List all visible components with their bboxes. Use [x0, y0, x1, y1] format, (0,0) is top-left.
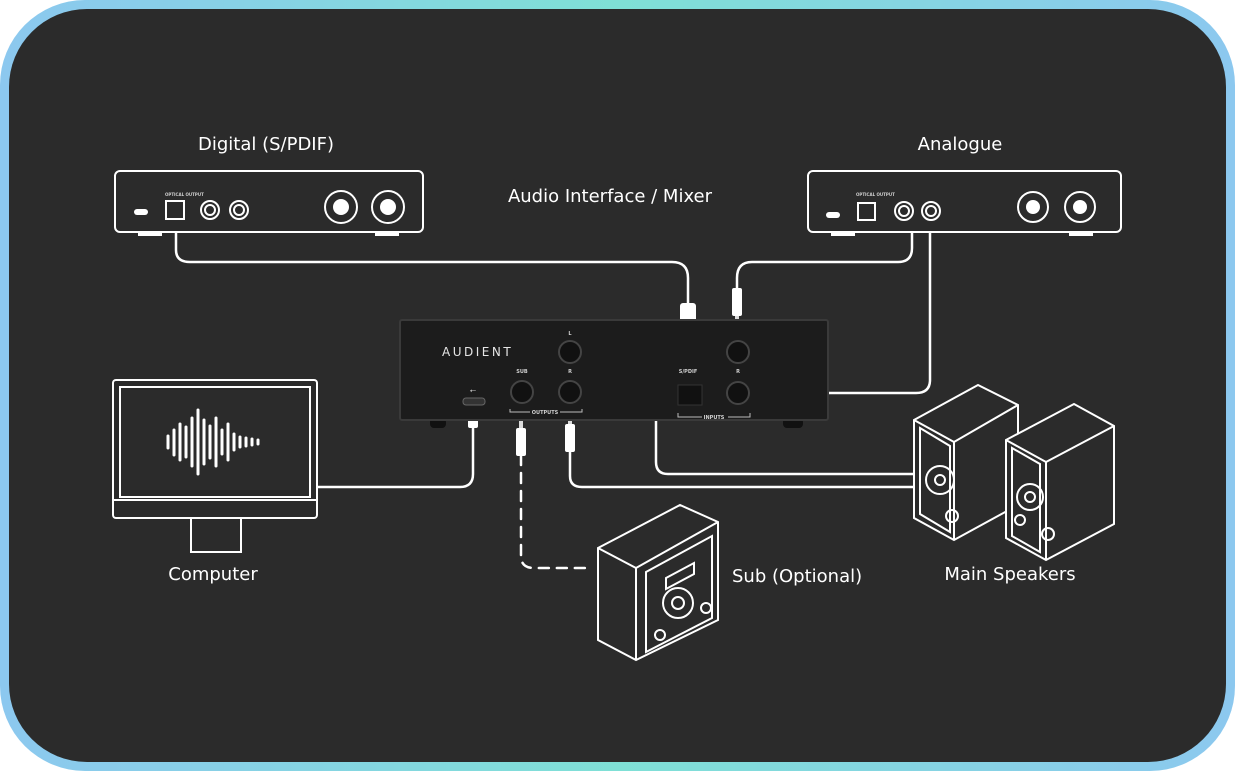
subwoofer — [597, 503, 719, 662]
out-l-label: L — [568, 331, 572, 337]
waveform-icon — [166, 408, 260, 476]
spdif-cable — [174, 218, 690, 307]
usb-icon: ⭠ — [470, 386, 477, 395]
spdif-port — [677, 384, 703, 406]
brand-logo: AUDIENT — [442, 345, 513, 359]
interface-label: Audio Interface / Mixer — [508, 186, 713, 207]
analogue-device: OPTICAL OUTPUT — [807, 170, 1122, 236]
out-r-cable — [568, 448, 918, 489]
computer-label: Computer — [168, 564, 258, 585]
usb-cable — [316, 426, 475, 489]
analogue-r-cable — [793, 208, 932, 395]
analogue-l-cable — [735, 208, 914, 292]
out-r-label: R — [568, 369, 572, 375]
optical-output-label: OPTICAL OUTPUT — [856, 192, 895, 197]
digital-device: OPTICAL OUTPUT — [114, 170, 424, 236]
spdif-label: S/PDIF — [679, 369, 698, 375]
sub-label: SUB — [516, 369, 528, 375]
optical-output-label: OPTICAL OUTPUT — [165, 192, 204, 197]
input-r-jack — [726, 381, 750, 405]
analogue-label: Analogue — [918, 134, 1003, 155]
main-speaker-right — [1005, 402, 1115, 562]
audio-interface: AUDIENT L SUB R OUTPUTS ⭠ S/PDIF R INPUT… — [399, 319, 829, 428]
sub-cable — [519, 453, 587, 570]
inputs-label: INPUTS — [704, 415, 725, 421]
computer-monitor — [112, 379, 318, 553]
output-r-jack — [558, 380, 582, 404]
in-r-label: R — [736, 369, 740, 375]
sub-jack — [510, 380, 534, 404]
sub-label-text: Sub (Optional) — [732, 566, 862, 587]
input-l-jack — [726, 340, 750, 364]
usb-port — [462, 397, 486, 406]
main-speakers-label: Main Speakers — [944, 564, 1075, 585]
digital-label: Digital (S/PDIF) — [198, 134, 334, 155]
output-l-jack — [558, 340, 582, 364]
outputs-label: OUTPUTS — [532, 410, 559, 416]
